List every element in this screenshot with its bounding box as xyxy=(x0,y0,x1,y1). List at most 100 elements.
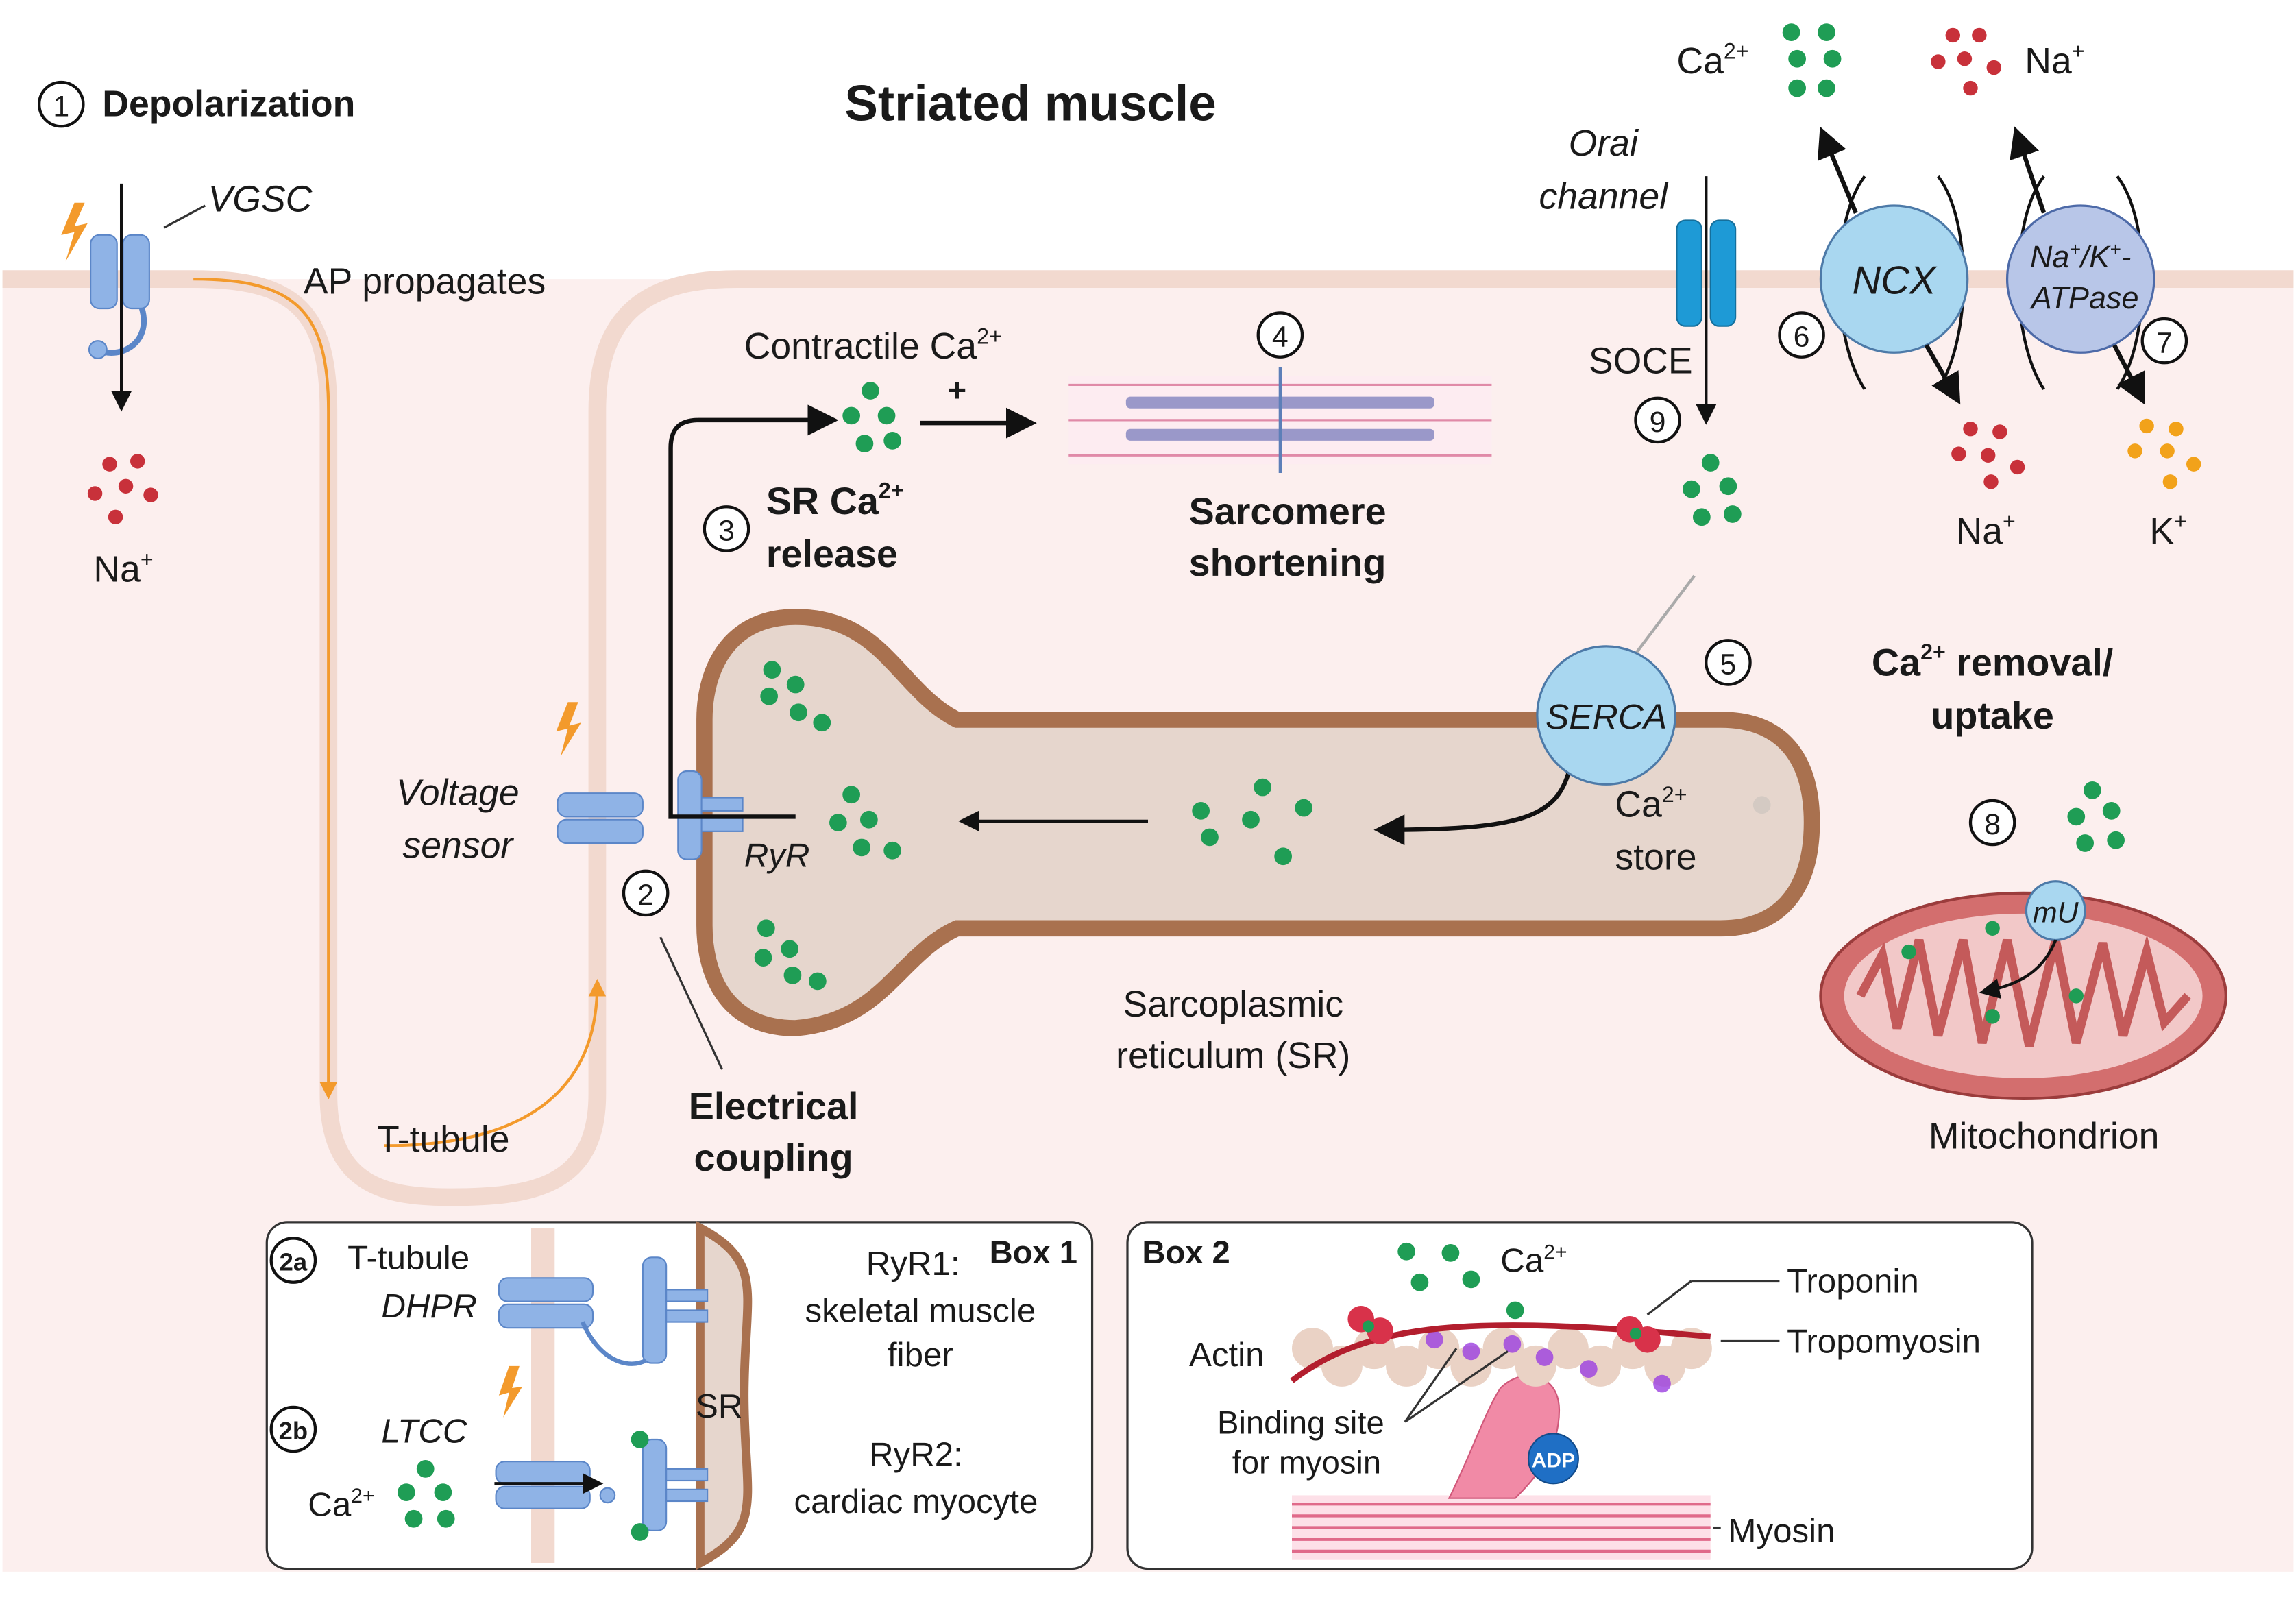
adp-label: ADP xyxy=(1532,1450,1575,1472)
ap-propagates-label: AP propagates xyxy=(304,262,546,302)
step-7-badge xyxy=(2140,317,2188,365)
step-5-badge xyxy=(1705,639,1752,686)
sr-label-1: Sarcoplasmic xyxy=(1123,984,1343,1025)
binding-site-label-1: Binding site xyxy=(1217,1404,1384,1440)
vgsc-label: VGSC xyxy=(208,180,313,220)
sr-marker-dot xyxy=(1752,796,1771,814)
ncx-na-influx-arrow xyxy=(1924,343,1961,405)
ryr-channel-foot xyxy=(700,797,744,812)
box-1: Box 1 2a T-tubule DHPR SR 2b LTCC Ca2+ R… xyxy=(265,1220,1094,1570)
step-2-badge xyxy=(622,869,670,917)
mito-ca-ions xyxy=(2067,781,2125,852)
soce-label: SOCE xyxy=(1589,341,1693,381)
ca-out-label: Ca2+ xyxy=(1676,39,1748,82)
step-8-number: 8 xyxy=(1984,808,2001,841)
page-title: Striated muscle xyxy=(844,76,1217,132)
box-1-title: Box 1 xyxy=(990,1234,1077,1270)
step-4-label-2: shortening xyxy=(1189,542,1387,584)
nak-na-efflux-arrow xyxy=(2010,126,2047,214)
step-8-badge xyxy=(1968,799,2016,847)
vgsc-inactivation-ball xyxy=(88,340,108,359)
na-label-left: Na+ xyxy=(93,547,153,590)
nak-label-2: ATPase xyxy=(2029,280,2139,315)
na-ions-left xyxy=(87,454,158,524)
step-1-badge xyxy=(37,80,85,128)
sarcomere xyxy=(1068,367,1492,473)
ncx-label: NCX xyxy=(1853,259,1938,303)
lightning-icon xyxy=(61,202,88,262)
vgsc-channel xyxy=(90,234,118,310)
intracellular-na-ions xyxy=(1951,422,2025,489)
ca-store-label-1: Ca2+ xyxy=(1615,782,1687,825)
serca-label: SERCA xyxy=(1546,696,1667,736)
lightning-icon xyxy=(556,702,581,757)
dhpr-label: DHPR xyxy=(381,1287,477,1325)
step-7-number: 7 xyxy=(2156,326,2173,359)
step-4-number: 4 xyxy=(1272,321,1289,354)
mitochondrion-matrix xyxy=(1844,913,2203,1078)
mito-uptake-arrow xyxy=(1979,939,2057,999)
ca-release-arrow xyxy=(668,404,839,819)
voltage-sensor-label-1: Voltage xyxy=(396,773,520,813)
serca-leader-line xyxy=(1634,574,1696,655)
box-1-ca-label: Ca2+ xyxy=(308,1485,374,1523)
step-2-number: 2 xyxy=(637,879,654,912)
orai-channel-half xyxy=(1709,219,1737,327)
mcu-label: mU xyxy=(2033,897,2079,929)
ryr1-label: RyR1: xyxy=(866,1245,960,1283)
ap-arrow-up xyxy=(384,979,607,1147)
na-out-label: Na+ xyxy=(2025,39,2084,82)
step-2a-number: 2a xyxy=(280,1248,308,1276)
step-3-number: 3 xyxy=(718,515,735,548)
voltage-sensor-channel xyxy=(557,792,644,818)
sr-label-2: reticulum (SR) xyxy=(1116,1036,1350,1076)
contractile-ca-label: Contractile Ca2+ xyxy=(744,324,1002,366)
binding-site-label-2: for myosin xyxy=(1232,1444,1381,1480)
intracellular-k-ions xyxy=(2127,418,2201,489)
na-k-atpase xyxy=(2005,204,2155,354)
orai-label-1: Orai xyxy=(1569,123,1639,164)
box-1-sr-label: SR xyxy=(696,1387,742,1425)
tropomyosin-label: Tropomyosin xyxy=(1787,1323,1981,1361)
step-4-badge xyxy=(1256,311,1304,359)
step-1-number: 1 xyxy=(53,90,69,123)
na-in-label: Na+ xyxy=(1956,509,2016,551)
ncx-exchanger xyxy=(1819,204,1969,354)
step-6-badge xyxy=(1778,311,1825,359)
nak-label-1: Na+/K+- xyxy=(2030,239,2132,274)
step-9-number: 9 xyxy=(1650,406,1666,439)
coupling-leader-line xyxy=(659,936,724,1070)
ca-store-label-2: store xyxy=(1615,838,1696,878)
nak-k-influx-arrow xyxy=(2112,344,2145,405)
step-9-badge xyxy=(1634,396,1681,444)
vgsc-channel-half xyxy=(122,234,150,310)
soce-ca-ions xyxy=(1683,454,1742,526)
t-tubule-label: T-tubule xyxy=(377,1119,510,1160)
step-2-label-2: coupling xyxy=(694,1137,853,1179)
step-4-label-1: Sarcomere xyxy=(1189,490,1387,533)
voltage-sensor-label-2: sensor xyxy=(402,825,514,866)
box-2: Box 2 Ca2+ ADP xyxy=(1126,1221,2034,1570)
orai-label-2: channel xyxy=(1539,176,1669,217)
serca-pump xyxy=(1536,645,1676,786)
orai-channel xyxy=(1676,219,1702,327)
ryr2-desc: cardiac myocyte xyxy=(794,1483,1038,1520)
ryr2-label: RyR2: xyxy=(869,1436,963,1474)
mitochondrion-label: Mitochondrion xyxy=(1929,1117,2159,1157)
k-in-label: K+ xyxy=(2149,509,2187,551)
box-1-t-tubule-label: T-tubule xyxy=(347,1239,469,1276)
step-2b-number: 2b xyxy=(279,1417,308,1445)
ryr-label: RyR xyxy=(744,836,810,874)
voltage-sensor-channel-half xyxy=(557,818,644,844)
extracellular-na-ions xyxy=(1931,27,2001,96)
vgsc-leader-line xyxy=(163,204,206,229)
step-1-label: Depolarization xyxy=(102,84,355,124)
ap-arrow-down xyxy=(193,278,338,1100)
box-2-ca-label: Ca2+ xyxy=(1500,1241,1567,1279)
step-3-badge xyxy=(703,505,750,552)
ncx-ca-efflux-arrow xyxy=(1818,126,1858,214)
removal-label-2: uptake xyxy=(1931,694,2054,737)
contractile-ca-ions xyxy=(842,382,901,452)
ryr1-desc-2: fiber xyxy=(888,1336,953,1374)
step-3-label-1: SR Ca2+ xyxy=(766,478,904,522)
